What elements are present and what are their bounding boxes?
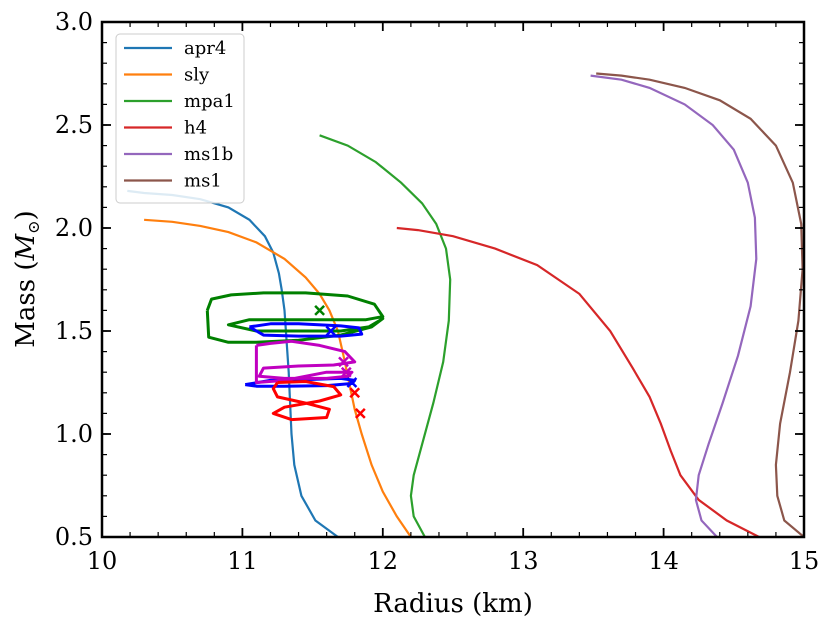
marker-4 xyxy=(340,366,352,378)
contour-2 xyxy=(248,322,364,338)
plot-frame xyxy=(100,20,806,539)
contour-4 xyxy=(254,339,357,384)
y-tick-label: 1.0 xyxy=(55,420,93,448)
y-axis-label: Mass (M⊙) xyxy=(11,210,43,347)
y-axis-label-symbol: M xyxy=(11,232,41,261)
legend-label-ms1b: ms1b xyxy=(184,144,233,165)
legend-label-h4: h4 xyxy=(184,118,207,139)
axis-ticks: 10 11 12 13 14 15 0.5 1.0 1.5 2.0 2.5 3.0 xyxy=(55,8,819,575)
x-tick-label: 12 xyxy=(368,547,399,575)
series-line-ms1b xyxy=(590,74,758,537)
legend-label-apr4: apr4 xyxy=(184,38,226,59)
legend-label-ms1: ms1 xyxy=(184,171,222,192)
legend-label-mpa1: mpa1 xyxy=(184,91,235,112)
plot-area xyxy=(127,72,804,537)
contour-1 xyxy=(205,291,385,344)
marker-6 xyxy=(349,387,361,399)
legend-box xyxy=(115,33,245,204)
marker-3 xyxy=(338,356,349,368)
series-line-h4 xyxy=(396,226,760,537)
y-tick-label: 2.0 xyxy=(55,214,93,242)
x-tick-label: 11 xyxy=(227,547,258,575)
marker-5 xyxy=(346,377,358,388)
marker-2 xyxy=(325,325,337,337)
y-tick-label: 0.5 xyxy=(55,523,93,551)
series-line-ms1 xyxy=(596,72,804,537)
y-axis-label-subscript: ⊙ xyxy=(24,220,43,233)
x-tick-label: 10 xyxy=(87,547,118,575)
contour-5 xyxy=(271,380,343,422)
x-tick-label: 14 xyxy=(648,547,679,575)
y-tick-label: 2.5 xyxy=(55,111,93,139)
x-tick-label: 15 xyxy=(789,547,820,575)
series-line-mpa1 xyxy=(319,134,452,537)
marker-1 xyxy=(314,305,326,316)
y-tick-label: 3.0 xyxy=(55,8,93,36)
y-tick-label: 1.5 xyxy=(55,317,93,345)
x-axis-label: Radius (km) xyxy=(373,589,533,619)
marker-7 xyxy=(354,408,366,419)
series-line-apr4 xyxy=(127,189,339,537)
x-tick-label: 13 xyxy=(508,547,539,575)
legend: apr4 sly mpa1 h4 ms1b ms1 xyxy=(115,33,245,204)
legend-label-sly: sly xyxy=(184,65,210,86)
